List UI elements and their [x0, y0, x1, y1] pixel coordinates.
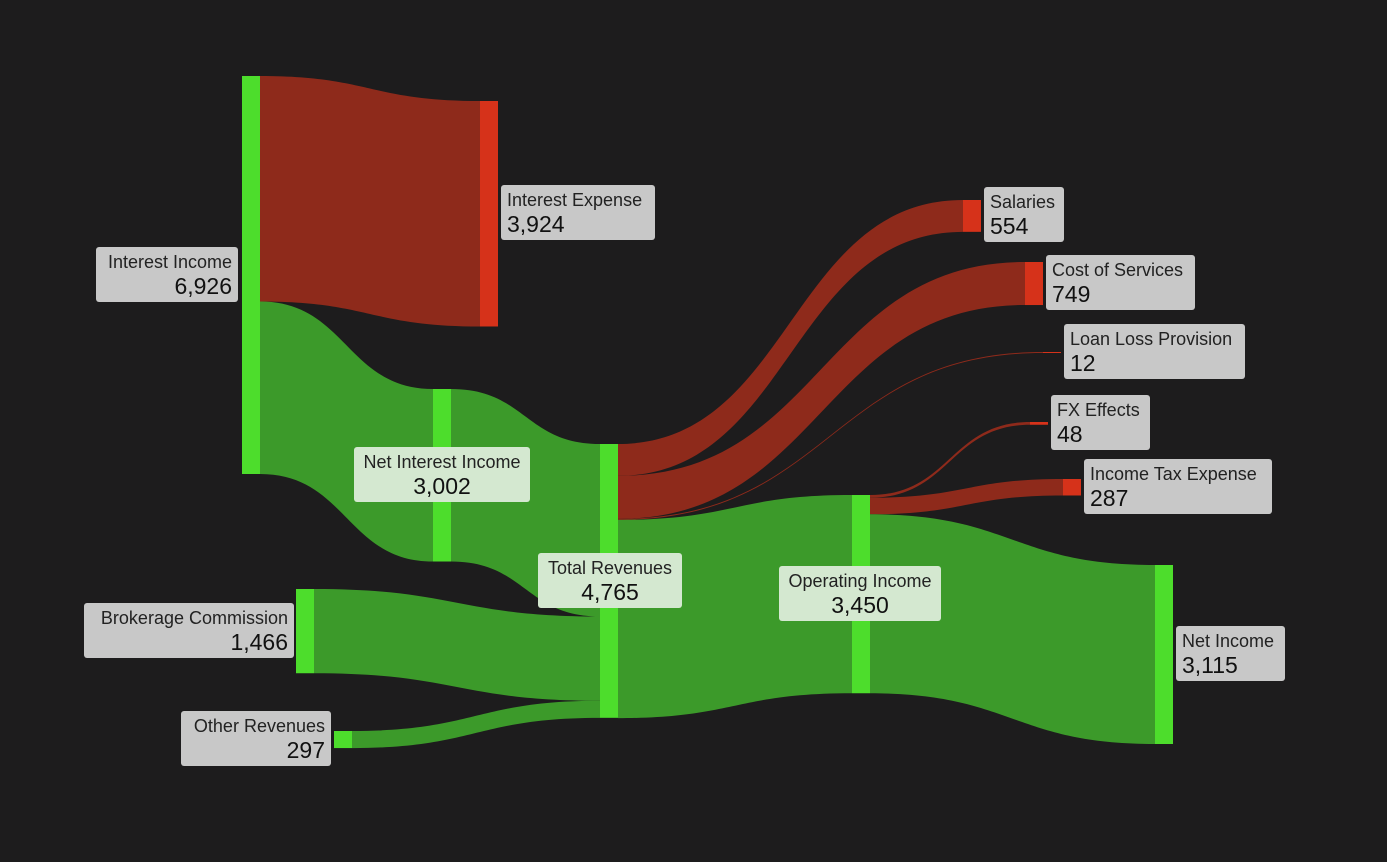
label-box — [1064, 324, 1245, 379]
node-name: Net Income — [1182, 631, 1274, 651]
node-name: Loan Loss Provision — [1070, 329, 1232, 349]
node-fx_effects[interactable] — [1030, 422, 1048, 425]
node-name: Interest Income — [108, 252, 232, 272]
link-interest_income-to-net_interest_income — [260, 301, 433, 562]
sankey-links — [260, 76, 1155, 749]
node-value: 749 — [1052, 281, 1090, 307]
link-operating_income-to-income_tax_expense — [870, 479, 1063, 515]
label-box — [96, 247, 238, 302]
label-box — [1084, 459, 1272, 514]
label-box — [1176, 626, 1285, 681]
link-interest_income-to-interest_expense — [260, 76, 480, 327]
node-interest_income[interactable] — [242, 76, 260, 474]
label-box — [84, 603, 294, 658]
label-box — [501, 185, 655, 240]
node-value: 4,765 — [581, 579, 639, 605]
link-operating_income-to-fx_effects — [870, 422, 1030, 498]
link-total_revenues-to-operating_income — [618, 495, 852, 719]
link-operating_income-to-net_income — [870, 514, 1155, 745]
link-total_revenues-to-cost_of_services — [618, 262, 1025, 519]
node-name: Interest Expense — [507, 190, 642, 210]
node-brokerage_commission[interactable] — [296, 589, 314, 674]
link-brokerage_commission-to-total_revenues — [314, 589, 600, 701]
link-total_revenues-to-salaries — [618, 200, 963, 476]
node-name: Operating Income — [788, 571, 931, 591]
label-box — [354, 447, 530, 502]
label-box — [181, 711, 331, 766]
node-salaries[interactable] — [963, 200, 981, 232]
label-box — [779, 566, 941, 621]
node-cost_of_services[interactable] — [1025, 262, 1043, 306]
node-name: Income Tax Expense — [1090, 464, 1257, 484]
node-interest_expense[interactable] — [480, 101, 498, 327]
node-net_income[interactable] — [1155, 565, 1173, 745]
node-name: Other Revenues — [194, 716, 325, 736]
node-value: 297 — [287, 737, 325, 763]
node-value: 554 — [990, 213, 1029, 239]
node-value: 287 — [1090, 485, 1128, 511]
label-box — [538, 553, 682, 608]
node-name: Total Revenues — [548, 558, 672, 578]
node-name: Cost of Services — [1052, 260, 1183, 280]
node-value: 3,924 — [507, 211, 565, 237]
node-loan_loss_provision[interactable] — [1043, 352, 1061, 353]
sankey-nodes — [242, 76, 1173, 749]
node-name: Net Interest Income — [363, 452, 520, 472]
node-name: Brokerage Commission — [101, 608, 288, 628]
node-value: 1,466 — [230, 629, 288, 655]
node-value: 48 — [1057, 421, 1083, 447]
node-value: 3,450 — [831, 592, 889, 618]
node-name: FX Effects — [1057, 400, 1140, 420]
node-value: 3,002 — [413, 473, 471, 499]
node-value: 3,115 — [1182, 652, 1238, 678]
label-box — [1051, 395, 1150, 450]
link-other_revenues-to-total_revenues — [352, 700, 600, 749]
node-value: 12 — [1070, 350, 1096, 376]
node-value: 6,926 — [174, 273, 232, 299]
label-box — [984, 187, 1064, 242]
node-name: Salaries — [990, 192, 1055, 212]
link-total_revenues-to-loan_loss_provision — [618, 352, 1043, 520]
node-other_revenues[interactable] — [334, 731, 352, 749]
node-income_tax_expense[interactable] — [1063, 479, 1081, 496]
label-box — [1046, 255, 1195, 310]
